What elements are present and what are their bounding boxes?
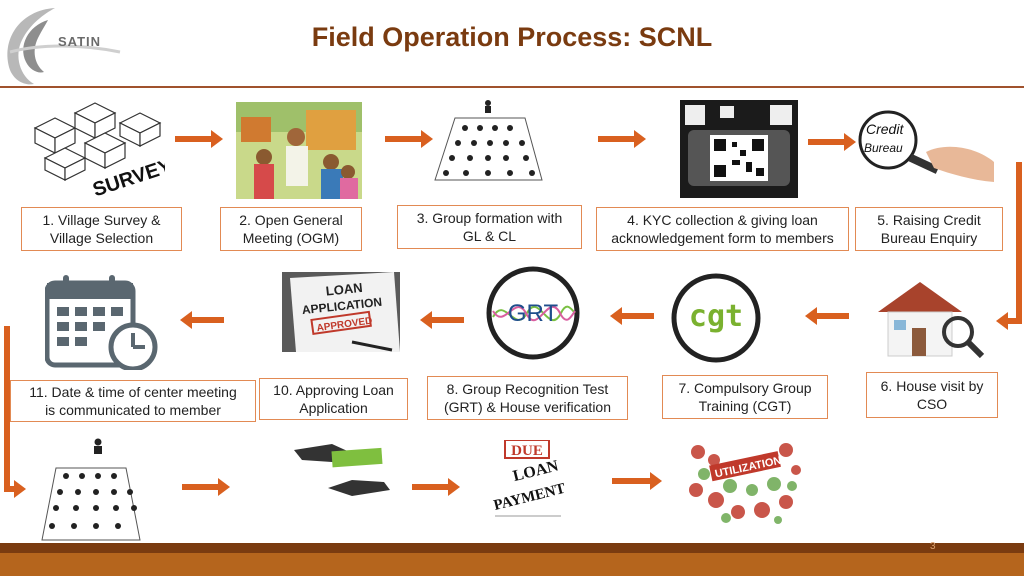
arrow-3-to-4 (598, 130, 646, 148)
step-5-box: 5. Raising Credit Bureau Enquiry (855, 207, 1003, 251)
arrow-6-to-7 (805, 307, 849, 325)
step-3-box: 3. Group formation with GL & CL (397, 205, 582, 249)
credit-text: Credit (866, 121, 904, 137)
arrow-10-to-11 (180, 311, 224, 329)
logo-text: SATIN (58, 34, 102, 49)
money-handover-icon (294, 444, 390, 496)
step-8-box: 8. Group Recognition Test (GRT) & House … (427, 376, 628, 420)
group-formation-icon (434, 100, 543, 181)
arrow-5-to-6 (996, 312, 1022, 330)
step-11-box: 11. Date & time of center meeting is com… (10, 380, 256, 422)
loan-application-approved-icon: LOAN APPLICATION APPROVED (282, 272, 400, 352)
connector-right-vertical (1016, 162, 1022, 324)
footer-bar (0, 553, 1024, 576)
arrow-14-to-15 (612, 472, 662, 490)
loan-payment-loan-text: LOAN (511, 457, 560, 485)
meeting-scene-icon (236, 102, 362, 199)
footer-bar-dark (0, 543, 1024, 553)
qr-phone-icon (680, 100, 798, 198)
step-1-box: 1. Village Survey & Village Selection (21, 207, 182, 251)
page-title: Field Operation Process: SCNL (311, 22, 713, 52)
payment-text: PAYMENT (492, 481, 567, 514)
arrow-1-to-2 (175, 130, 223, 148)
center-meeting-icon (41, 438, 141, 541)
utilization-collage-icon: UTILIZATION (689, 443, 801, 524)
arrow-12-to-13 (182, 478, 230, 496)
arrow-7-to-8 (610, 307, 654, 325)
step-2-box: 2. Open General Meeting (OGM) (220, 207, 362, 251)
arrow-13-to-14 (412, 478, 460, 496)
cgt-text: cgt (689, 299, 743, 334)
step-4-box: 4. KYC collection & giving loan acknowle… (596, 207, 849, 251)
arrow-8-to-10 (420, 311, 464, 329)
grt-icon: GRT (486, 266, 580, 360)
calendar-clock-icon (45, 275, 158, 370)
step-7-box: 7. Compulsory Group Training (CGT) (662, 375, 828, 419)
step-10-box: 10. Approving Loan Application (259, 378, 408, 420)
house-visit-icon (878, 282, 985, 359)
page-number: 3 (930, 541, 936, 552)
due-loan-payment-icon: DUE LOAN PAYMENT (492, 440, 567, 517)
cgt-icon: cgt (671, 273, 761, 363)
grt-text: GRT (508, 300, 559, 327)
credit-bureau-magnifier-icon: Credit Bureau (858, 110, 994, 182)
title-divider (0, 86, 1024, 88)
step-6-box: 6. House visit by CSO (866, 372, 998, 418)
connector-left-vertical (4, 326, 10, 492)
arrow-4-to-5 (808, 133, 856, 151)
village-survey-icon: SURVEY (33, 102, 165, 198)
bureau-text: Bureau (864, 141, 903, 155)
due-text: DUE (511, 443, 543, 459)
satin-logo (7, 8, 121, 85)
loan-text: LOAN (325, 280, 363, 299)
arrow-11-to-12 (4, 480, 26, 498)
arrow-2-to-3 (385, 130, 433, 148)
